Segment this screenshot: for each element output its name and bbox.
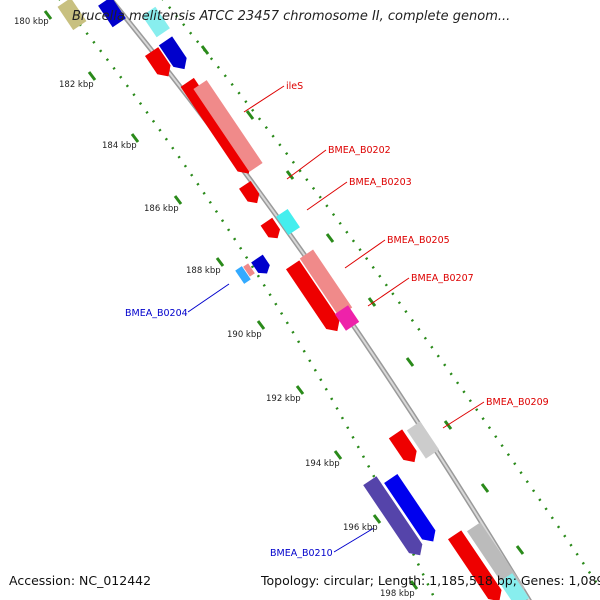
gene-feature-red-bottom-shape [447,530,502,600]
gene-feature-magenta [334,305,360,331]
gene-feature-olive-shape [57,0,87,31]
gene-feature-red-bottom [447,530,502,600]
tick-dash-3 [173,195,183,205]
gene-feature-ileS-shape [180,77,251,174]
tick-label-184: 184 kbp [102,141,137,151]
gene-feature-red-1-shape [144,47,171,77]
gene-feature-bmea-b0202 [239,180,260,204]
gene-feature-ileS-pink [193,80,263,172]
gene-feature-ileS-pink-shape [193,80,263,172]
gene-feature-blue-mid [251,254,270,274]
tick-dash-13 [325,233,335,243]
gene-feature-blue-reverse [158,36,187,70]
gene-feature-cyan-top-shape [142,6,170,38]
gene-feature-bmea-b0203 [260,217,281,239]
gene-features [57,0,530,600]
tick-label-194: 194 kbp [305,459,340,469]
gene-label-bmea-b0210[interactable]: BMEA_B0210 [270,548,333,559]
tick-dash-2 [130,133,140,143]
map-title: Brucella melitensis ATCC 23457 chromosom… [72,9,511,24]
tick-dash-12 [285,170,295,180]
gene-feature-pink-mid-shape [299,249,353,317]
leader-bmea-b0203 [306,181,348,211]
gene-feature-magenta-shape [334,305,360,331]
tick-label-196: 196 kbp [343,523,378,533]
gene-feature-bmea-b0203-shape [260,217,281,239]
gene-feature-small-pink-shape [243,263,255,277]
genome-summary-text: Topology: circular; Length: 1,185,518 bp… [261,573,600,588]
gene-feature-bmea-b0202-shape [239,180,260,204]
gene-feature-bmea-b0209 [388,429,417,463]
tick-label-198: 198 kbp [380,589,415,599]
gene-feature-bmea-b0210-shape [363,476,423,556]
gene-feature-bmea-b0205 [285,260,340,332]
gene-feature-bmea-b0210 [363,476,423,556]
gene-feature-pink-mid [299,249,353,317]
gene-label-ileS[interactable]: ileS [286,81,303,92]
track-dot-rings [58,0,600,600]
gene-feature-bmea-b0204-shape [235,266,251,284]
gene-feature-blue-top [98,0,126,28]
gene-feature-cyan-top [142,6,170,38]
gene-feature-grey-shape [406,421,440,459]
gene-label-bmea-b0205[interactable]: BMEA_B0205 [387,235,450,246]
tick-dash-9 [409,580,419,590]
gene-feature-cyan-mid-shape [276,208,300,236]
tick-dash-0 [43,10,53,20]
accession-text: Accession: NC_012442 [9,573,152,588]
leader-bmea-b0204 [187,283,230,313]
tick-label-180: 180 kbp [14,17,49,27]
gene-feature-ileS [180,77,251,174]
gene-label-bmea-b0202[interactable]: BMEA_B0202 [328,145,391,156]
tick-dash-5 [256,320,266,330]
inner-track-dots [58,0,437,600]
gene-label-bmea-b0204[interactable]: BMEA_B0204 [125,308,188,319]
tick-dash-10 [200,45,210,55]
gene-feature-blue-low-shape [384,474,436,542]
leader-bmea-b0205 [344,239,386,269]
gene-feature-bmea-b0204 [235,266,251,284]
gene-feature-blue-low [384,474,436,542]
gene-feature-cyan-mid [276,208,300,236]
tick-dash-14 [367,297,377,307]
tick-label-186: 186 kbp [144,204,179,214]
gene-label-bmea-b0209[interactable]: BMEA_B0209 [486,397,549,408]
tick-label-188: 188 kbp [186,266,221,276]
leader-bmea-b0210 [333,527,375,553]
tick-dash-17 [480,483,490,493]
leader-bmea-b0202 [286,149,327,180]
leader-bmea-b0209 [442,401,485,429]
gene-feature-small-pink [243,263,255,277]
gene-feature-cyan-bottom-shape [498,573,530,600]
gene-feature-bmea-b0205-shape [285,260,340,332]
tick-dash-18 [515,545,525,555]
tick-dash-4 [215,257,225,267]
gene-feature-blue-mid-shape [251,254,270,274]
gene-label-bmea-b0203[interactable]: BMEA_B0203 [349,177,412,188]
tick-label-190: 190 kbp [227,330,262,340]
tick-dash-6 [295,385,305,395]
tick-label-192: 192 kbp [266,394,301,404]
gene-feature-blue-top-shape [98,0,126,28]
gene-feature-cyan-bottom [498,573,530,600]
outer-track-dots [161,0,600,586]
tick-dash-15 [405,357,415,367]
gene-feature-red-1 [144,47,171,77]
gene-feature-grey [406,421,440,459]
tick-dash-11 [245,110,255,120]
kbp-tick-marks [43,10,525,590]
tick-dash-7 [333,450,343,460]
gene-label-leaders [187,85,485,553]
leader-bmea-b0207 [367,277,410,307]
gene-feature-blue-reverse-shape [158,36,187,70]
leader-ileS [243,85,285,113]
tick-dash-8 [372,514,382,524]
tick-dash-1 [87,71,97,81]
gene-label-bmea-b0207[interactable]: BMEA_B0207 [411,273,474,284]
gene-feature-olive [57,0,87,31]
tick-label-182: 182 kbp [59,80,94,90]
gene-feature-bmea-b0209-shape [388,429,417,463]
